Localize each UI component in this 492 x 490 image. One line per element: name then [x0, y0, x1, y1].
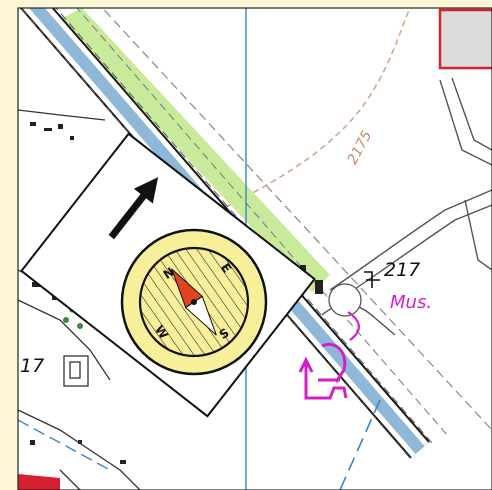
spot-height-marker [364, 271, 380, 288]
museum-label: Mus. [390, 292, 432, 313]
museum-icon [298, 343, 348, 400]
stream-line [339, 399, 381, 490]
spot-height-label: 217 [384, 259, 420, 281]
map-border [17, 7, 492, 490]
junction [328, 283, 362, 317]
compass-rose-icon: N E S W [120, 228, 268, 376]
direction-arrow-icon [108, 177, 159, 240]
map-overlay-box [438, 8, 492, 70]
magenta-path [347, 311, 360, 341]
compass-west: W [152, 323, 171, 342]
spot-height-left-label: 17 [20, 355, 44, 377]
rail-fragment [18, 474, 60, 490]
vegetation-strip [58, 8, 330, 292]
